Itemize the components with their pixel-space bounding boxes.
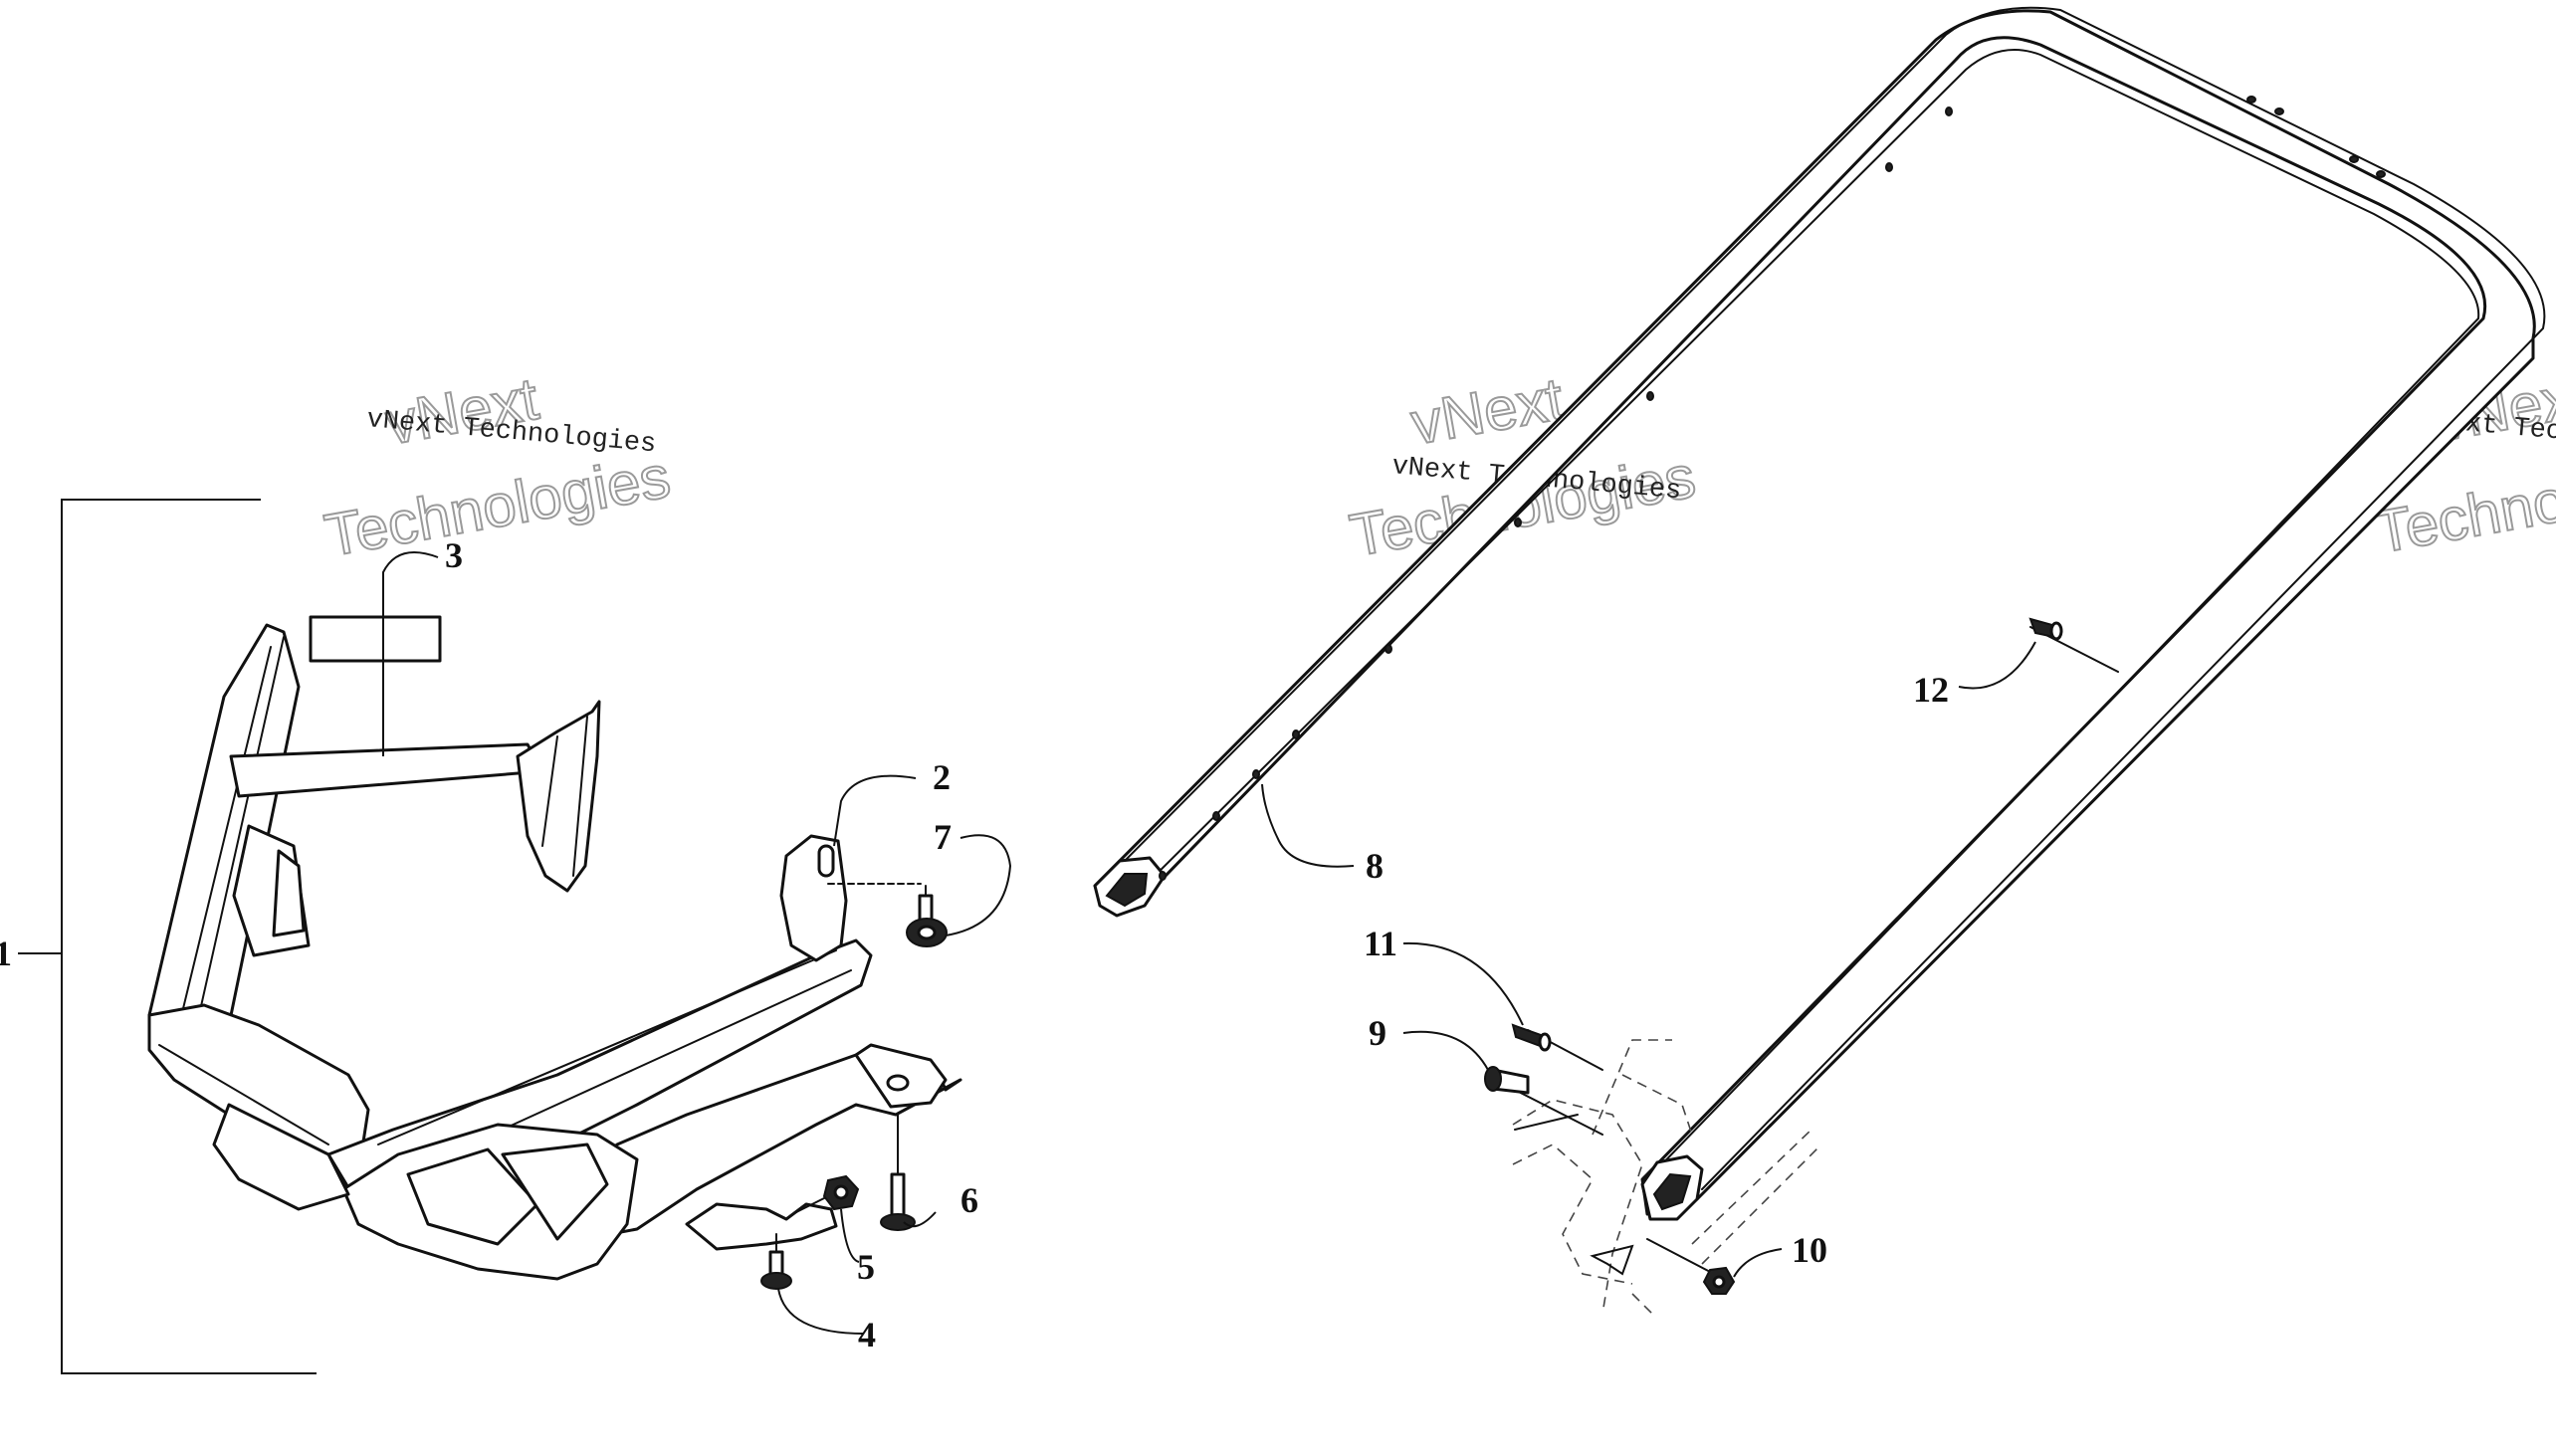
flange-bolt-head xyxy=(917,925,937,940)
bumper-front-bar-line xyxy=(158,1044,329,1145)
leader-lines xyxy=(382,551,2036,1335)
leader-8 xyxy=(1261,783,1355,868)
mount-hole xyxy=(2246,96,2256,104)
handle-bar-holes xyxy=(1159,96,2386,881)
flange-nut-hole xyxy=(1712,1275,1726,1289)
lower-body-cutout xyxy=(406,1147,539,1246)
watermark-big-bottom: Technologies xyxy=(320,443,675,569)
callout-4: 4 xyxy=(858,1315,876,1354)
mount-hole xyxy=(1945,106,1953,116)
callout-9: 9 xyxy=(1369,1013,1386,1053)
ghost-outline xyxy=(1701,1144,1822,1265)
handle-bar-outer-edge xyxy=(1119,6,2546,1190)
skid-plate xyxy=(535,1048,962,1246)
decal xyxy=(309,615,442,663)
ghost-outline xyxy=(1512,1144,1633,1285)
guard-pad-right xyxy=(516,700,601,893)
callout-5: 5 xyxy=(857,1247,875,1287)
mount-hole xyxy=(2274,107,2284,115)
mount-hole xyxy=(1252,769,1260,779)
hardware-bolt-7 xyxy=(827,883,948,947)
ghost-outline xyxy=(1590,1244,1634,1276)
callout-2: 2 xyxy=(933,757,951,797)
flange-nut-hole xyxy=(833,1184,849,1200)
callout-7: 7 xyxy=(934,817,952,857)
callout-12: 12 xyxy=(1913,670,1949,710)
ghost-outline xyxy=(1512,1099,1643,1315)
leader-5 xyxy=(840,1208,860,1263)
flange-bolt xyxy=(880,1213,916,1231)
bolt-shaft xyxy=(918,894,934,922)
mount-hole xyxy=(1384,644,1392,654)
handle-bar-right-end-opening xyxy=(1652,1172,1692,1211)
vehicle-body-ghost xyxy=(1512,1039,1822,1315)
leader-11 xyxy=(1402,941,1524,1026)
handle-bar-frame xyxy=(1093,9,2536,1216)
callout-3: 3 xyxy=(445,535,463,575)
ghost-outline xyxy=(1691,1129,1812,1245)
lower-cross-frame-line xyxy=(377,949,837,1145)
leader-3 xyxy=(382,551,439,756)
handle-bar-left-end-opening xyxy=(1105,873,1149,908)
skid-plate-hole xyxy=(886,1074,910,1092)
leader-9 xyxy=(1402,1030,1489,1071)
mount-bracket-slot xyxy=(817,844,835,878)
callout-1: 1 xyxy=(0,934,12,973)
hardware-rivet-11 xyxy=(1511,1023,1603,1071)
mount-hole xyxy=(1885,162,1893,172)
rear-mount-bracket xyxy=(779,834,848,962)
mount-hole xyxy=(2376,170,2386,178)
leader-7 xyxy=(945,834,1012,936)
bumper-edge-line xyxy=(198,636,285,1016)
hardware-bolt-4 xyxy=(760,1233,792,1290)
mount-hole xyxy=(2349,155,2359,163)
ghost-outline xyxy=(1592,1039,1672,1136)
front-bumper-assembly xyxy=(147,615,962,1281)
mount-hole xyxy=(1292,729,1300,739)
callout-10: 10 xyxy=(1792,1230,1827,1270)
leader-2 xyxy=(833,774,917,847)
ghost-outline xyxy=(1631,1293,1653,1315)
bumper-edge-line xyxy=(178,646,272,1026)
hardware-bolt-6 xyxy=(880,1114,916,1231)
side-panel-cutout xyxy=(272,849,306,937)
flange-bolt xyxy=(1484,1066,1502,1092)
assembly-bracket xyxy=(61,499,317,1374)
flange-bolt xyxy=(760,1272,792,1290)
guard-pad-line xyxy=(541,735,558,847)
callout-labels: 1 2 3 4 5 6 7 8 9 10 11 12 xyxy=(0,535,1949,1354)
leader-10 xyxy=(1733,1248,1783,1278)
leader-4 xyxy=(777,1288,865,1335)
callout-8: 8 xyxy=(1366,846,1384,886)
hardware-bolt-9 xyxy=(1484,1066,1603,1136)
rivet-head xyxy=(1538,1032,1552,1052)
lower-body-cutout xyxy=(501,1143,609,1241)
mount-bracket-lower xyxy=(685,1202,838,1251)
leader-12 xyxy=(1958,641,2036,690)
handle-bar-inner-edge xyxy=(1129,49,2480,1175)
hardware-nut-10 xyxy=(1646,1238,1736,1295)
rivet-head xyxy=(2049,621,2063,641)
callout-11: 11 xyxy=(1364,924,1397,963)
mount-hole xyxy=(1646,391,1654,401)
leader-6 xyxy=(903,1211,937,1228)
bumper-lower-left xyxy=(212,1103,350,1211)
hardware-rivet-12 xyxy=(2028,617,2119,673)
rivet xyxy=(1511,1023,1545,1049)
mount-hole xyxy=(1514,518,1522,527)
callout-6: 6 xyxy=(960,1180,978,1220)
mount-hole xyxy=(1159,871,1167,881)
mount-hole xyxy=(1212,811,1220,821)
ghost-outline xyxy=(1621,1074,1693,1136)
guard-pad-line xyxy=(572,716,588,877)
bolt-shaft xyxy=(890,1172,906,1221)
handle-bar xyxy=(1093,6,2546,1221)
nut-axis xyxy=(1646,1238,1715,1275)
hardware-nut-5 xyxy=(795,1174,860,1213)
